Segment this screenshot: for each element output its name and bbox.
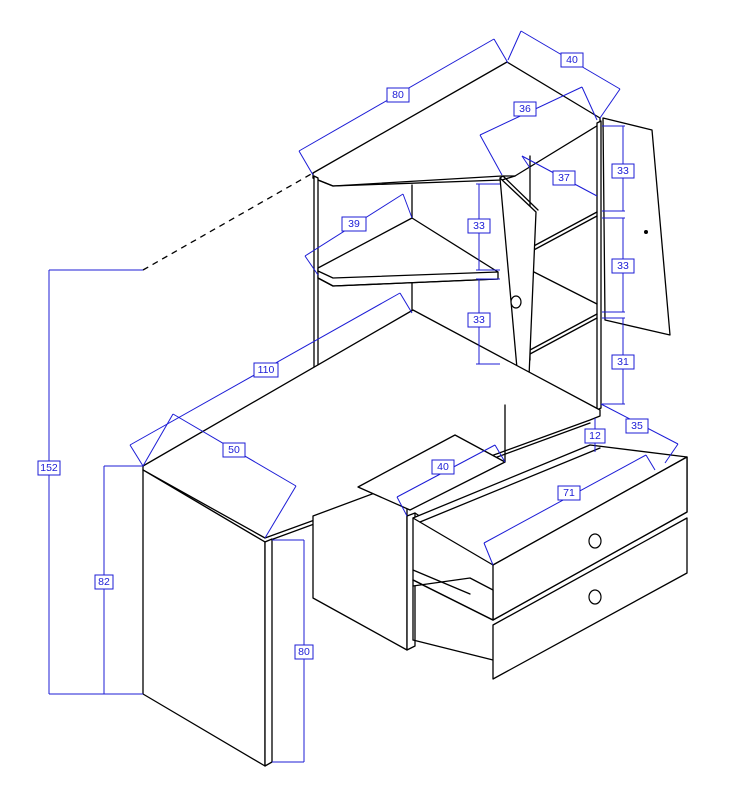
dimension-label-desk-height: 82 (94, 574, 114, 590)
dimension-label-desk-length: 110 (253, 362, 279, 378)
dimension-label-right-bottom-height: 31 (611, 354, 635, 370)
dim-text-desk-height: 82 (98, 576, 110, 588)
dimension-label-overall-height: 152 (37, 460, 61, 476)
hutch-top-panel (312, 61, 601, 187)
dim-text-left-shelf-depth: 39 (348, 218, 360, 230)
dimension-label-knee-space: 40 (431, 459, 455, 475)
dim-text-right-middle-height: 33 (617, 260, 629, 272)
door-knob-icon (510, 295, 522, 309)
door-knob-icon (644, 230, 648, 234)
drawer-bottom (412, 517, 688, 680)
desk-left-side-panel (142, 469, 273, 767)
dim-text-upper-shelf-depth: 36 (519, 103, 531, 115)
dim-text-drawer-depth: 35 (631, 420, 643, 432)
dimension-label-upper-shelf-depth: 36 (513, 101, 537, 117)
dimension-label-left-shelf-depth: 39 (341, 216, 367, 232)
dimension-label-right-shelf-depth: 37 (552, 170, 576, 186)
dimension-label-drawer-gap: 12 (584, 428, 606, 444)
dim-text-left-lower-height: 33 (473, 314, 485, 326)
dim-text-desk-depth: 50 (228, 444, 240, 456)
dim-text-right-top-height: 33 (617, 165, 629, 177)
dim-text-right-bottom-height: 31 (617, 356, 629, 368)
drawer-knob-icon (588, 589, 602, 605)
dimension-label-right-middle-height: 33 (611, 258, 635, 274)
dim-text-drawer-gap: 12 (589, 430, 601, 442)
dimension-label-left-upper-height: 33 (467, 218, 491, 234)
hutch-right-side-panel (596, 120, 602, 411)
dim-text-left-upper-height: 33 (473, 220, 485, 232)
dimension-label-top-depth: 40 (560, 52, 584, 68)
hutch-right-door (602, 117, 671, 336)
drawer-knob-icon (588, 533, 602, 549)
dimension-label-drawer-width: 71 (557, 485, 581, 501)
dim-text-desk-length: 110 (258, 364, 275, 376)
dim-text-knee-space: 40 (437, 461, 449, 473)
dimension-label-left-lower-height: 33 (467, 312, 491, 328)
dim-text-top-depth: 40 (566, 54, 578, 66)
dim-text-overall-height: 152 (40, 462, 58, 474)
dimension-label-right-top-height: 33 (611, 163, 635, 179)
dim-text-right-shelf-depth: 37 (558, 172, 570, 184)
dim-text-leg-height: 80 (298, 646, 310, 658)
dimension-label-desk-depth: 50 (222, 442, 246, 458)
dim-text-drawer-width: 71 (563, 487, 575, 499)
dimension-label-leg-height: 80 (294, 644, 314, 660)
hidden-edge-line (142, 172, 314, 271)
dimension-label-top-width: 80 (386, 87, 410, 103)
hutch-right-shelves (529, 211, 598, 355)
dim-text-top-width: 80 (392, 89, 404, 101)
dimension-label-drawer-depth: 35 (625, 418, 649, 434)
